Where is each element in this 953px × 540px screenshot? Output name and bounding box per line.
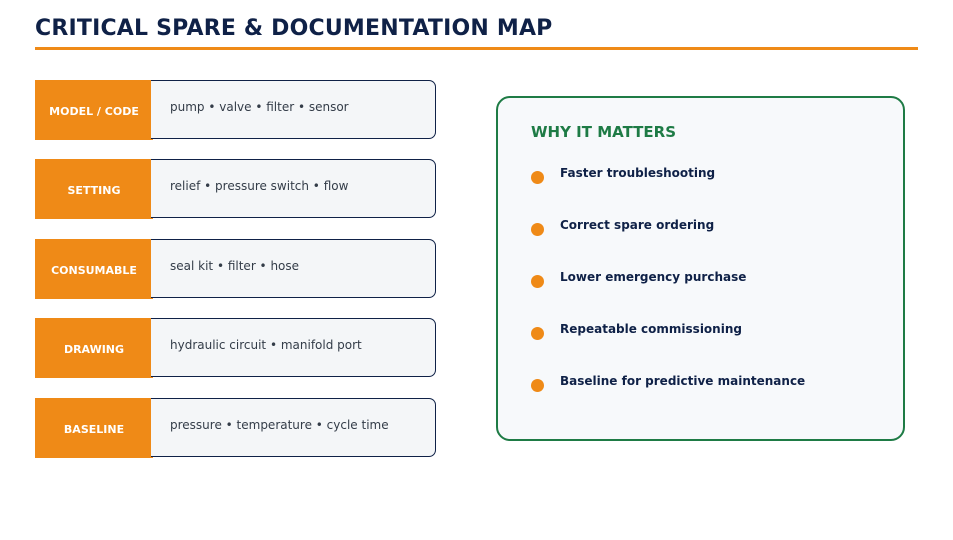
row-detail-box: hydraulic circuit • manifold port xyxy=(151,318,436,377)
row-tag-label: CONSUMABLE xyxy=(51,263,137,277)
map-row-setting: SETTING relief • pressure switch • flow xyxy=(35,159,438,219)
benefit-item: Faster troubleshooting xyxy=(531,166,891,186)
bullet-dot-icon xyxy=(531,327,544,340)
title-underline xyxy=(35,47,918,50)
row-tag: CONSUMABLE xyxy=(35,239,153,299)
row-detail-text: pressure • temperature • cycle time xyxy=(170,418,389,432)
bullet-dot-icon xyxy=(531,171,544,184)
benefit-text: Lower emergency purchase xyxy=(560,270,747,284)
row-detail-text: relief • pressure switch • flow xyxy=(170,179,349,193)
row-detail-box: seal kit • filter • hose xyxy=(151,239,436,298)
row-detail-text: pump • valve • filter • sensor xyxy=(170,100,349,114)
benefit-text: Faster troubleshooting xyxy=(560,166,716,180)
benefit-item: Correct spare ordering xyxy=(531,218,891,238)
row-tag: DRAWING xyxy=(35,318,153,378)
panel-title: WHY IT MATTERS xyxy=(531,123,676,141)
bullet-dot-icon xyxy=(531,379,544,392)
benefit-item: Repeatable commissioning xyxy=(531,322,891,342)
benefit-item: Lower emergency purchase xyxy=(531,270,891,290)
row-detail-text: seal kit • filter • hose xyxy=(170,259,300,273)
row-detail-text: hydraulic circuit • manifold port xyxy=(170,338,362,352)
map-row-baseline: BASELINE pressure • temperature • cycle … xyxy=(35,398,438,458)
benefit-text: Baseline for predictive maintenance xyxy=(560,374,806,388)
map-row-consumable: CONSUMABLE seal kit • filter • hose xyxy=(35,239,438,299)
row-tag: SETTING xyxy=(35,159,153,219)
page-title: CRITICAL SPARE & DOCUMENTATION MAP xyxy=(35,16,553,41)
row-tag: BASELINE xyxy=(35,398,153,458)
why-it-matters-panel: WHY IT MATTERS Faster troubleshooting Co… xyxy=(496,96,905,441)
map-row-drawing: DRAWING hydraulic circuit • manifold por… xyxy=(35,318,438,378)
map-row-model-code: MODEL / CODE pump • valve • filter • sen… xyxy=(35,80,438,140)
row-tag: MODEL / CODE xyxy=(35,80,153,140)
row-detail-box: pump • valve • filter • sensor xyxy=(151,80,436,139)
row-detail-box: pressure • temperature • cycle time xyxy=(151,398,436,457)
row-tag-label: SETTING xyxy=(67,183,121,197)
benefit-item: Baseline for predictive maintenance xyxy=(531,374,891,394)
row-tag-label: MODEL / CODE xyxy=(49,104,139,118)
bullet-dot-icon xyxy=(531,275,544,288)
bullet-dot-icon xyxy=(531,223,544,236)
benefit-text: Correct spare ordering xyxy=(560,218,715,232)
row-detail-box: relief • pressure switch • flow xyxy=(151,159,436,218)
benefit-text: Repeatable commissioning xyxy=(560,322,742,336)
row-tag-label: DRAWING xyxy=(63,342,125,356)
row-tag-label: BASELINE xyxy=(63,422,125,436)
